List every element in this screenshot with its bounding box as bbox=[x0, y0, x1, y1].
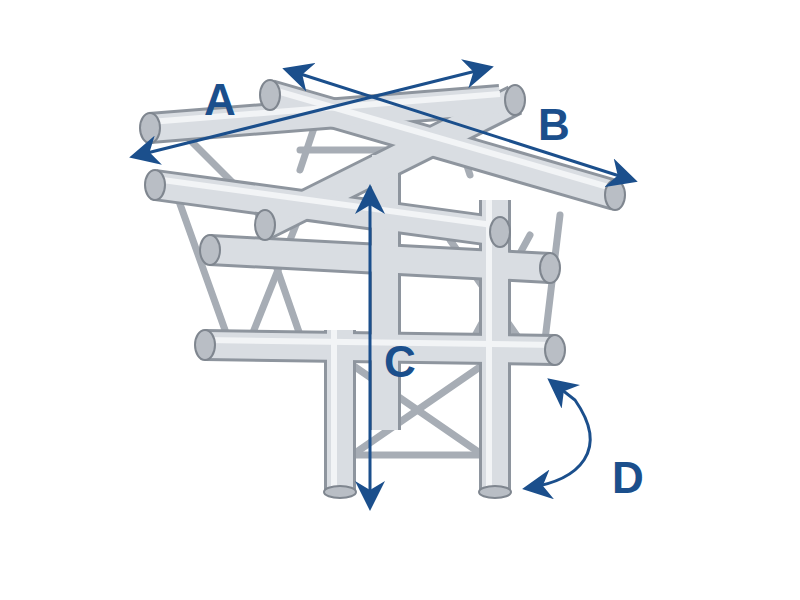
dimension-label: D bbox=[612, 456, 644, 500]
dimension-label: B bbox=[538, 103, 570, 147]
dimension-label: C bbox=[384, 340, 416, 384]
dimension-label: A bbox=[204, 78, 236, 122]
